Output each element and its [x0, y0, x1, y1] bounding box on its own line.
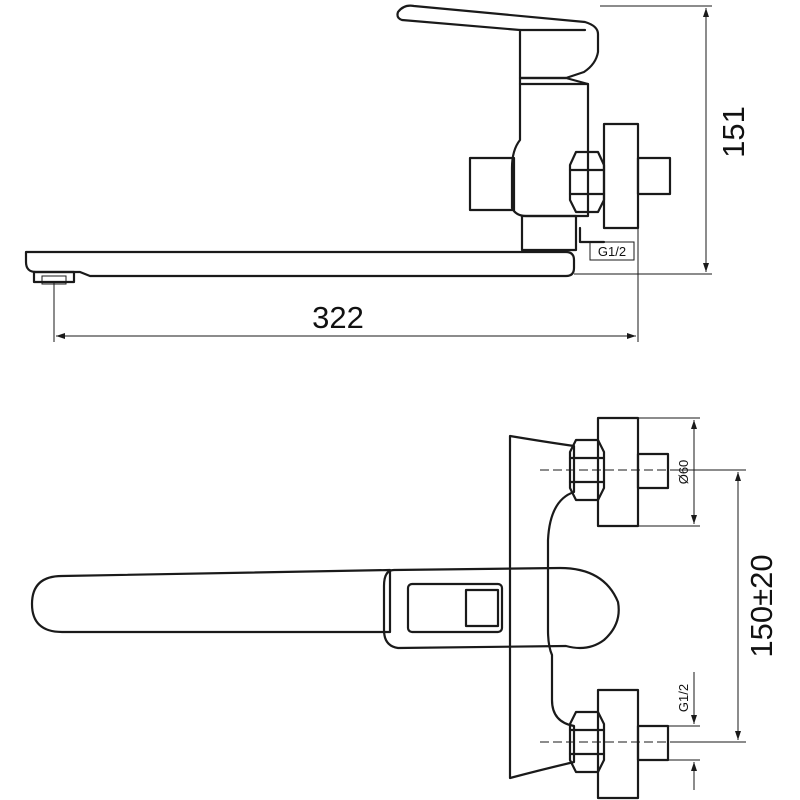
valve-body [510, 76, 590, 218]
hex-nut [568, 150, 606, 214]
inlet-pipe [636, 156, 672, 196]
handle-cap [406, 582, 504, 634]
pipe-upper [636, 452, 670, 490]
flange [602, 122, 640, 230]
handle-lever [396, 4, 600, 80]
fitting [578, 226, 606, 244]
rear-inlet [468, 156, 516, 212]
thread-label-box [589, 241, 635, 261]
spout-top [30, 568, 392, 634]
spout [24, 250, 576, 278]
side-view: G1/2 151 322 [24, 4, 751, 342]
diameter-dimension: Ø60 [676, 460, 691, 485]
handle-indicator [464, 588, 500, 628]
side-thread-label: G1/2 [598, 244, 626, 259]
aerator [32, 270, 76, 284]
height-dimension: 151 [716, 106, 751, 158]
top-thread-label: G1/2 [676, 684, 691, 712]
body-neck [520, 214, 578, 252]
handle-top [382, 566, 620, 650]
pipe-lower [636, 724, 670, 762]
body-outline [508, 434, 576, 780]
top-view: Ø60 G1/2 150±20 [30, 416, 779, 800]
length-dimension: 322 [312, 300, 364, 335]
center-distance-dimension: 150±20 [744, 554, 779, 657]
